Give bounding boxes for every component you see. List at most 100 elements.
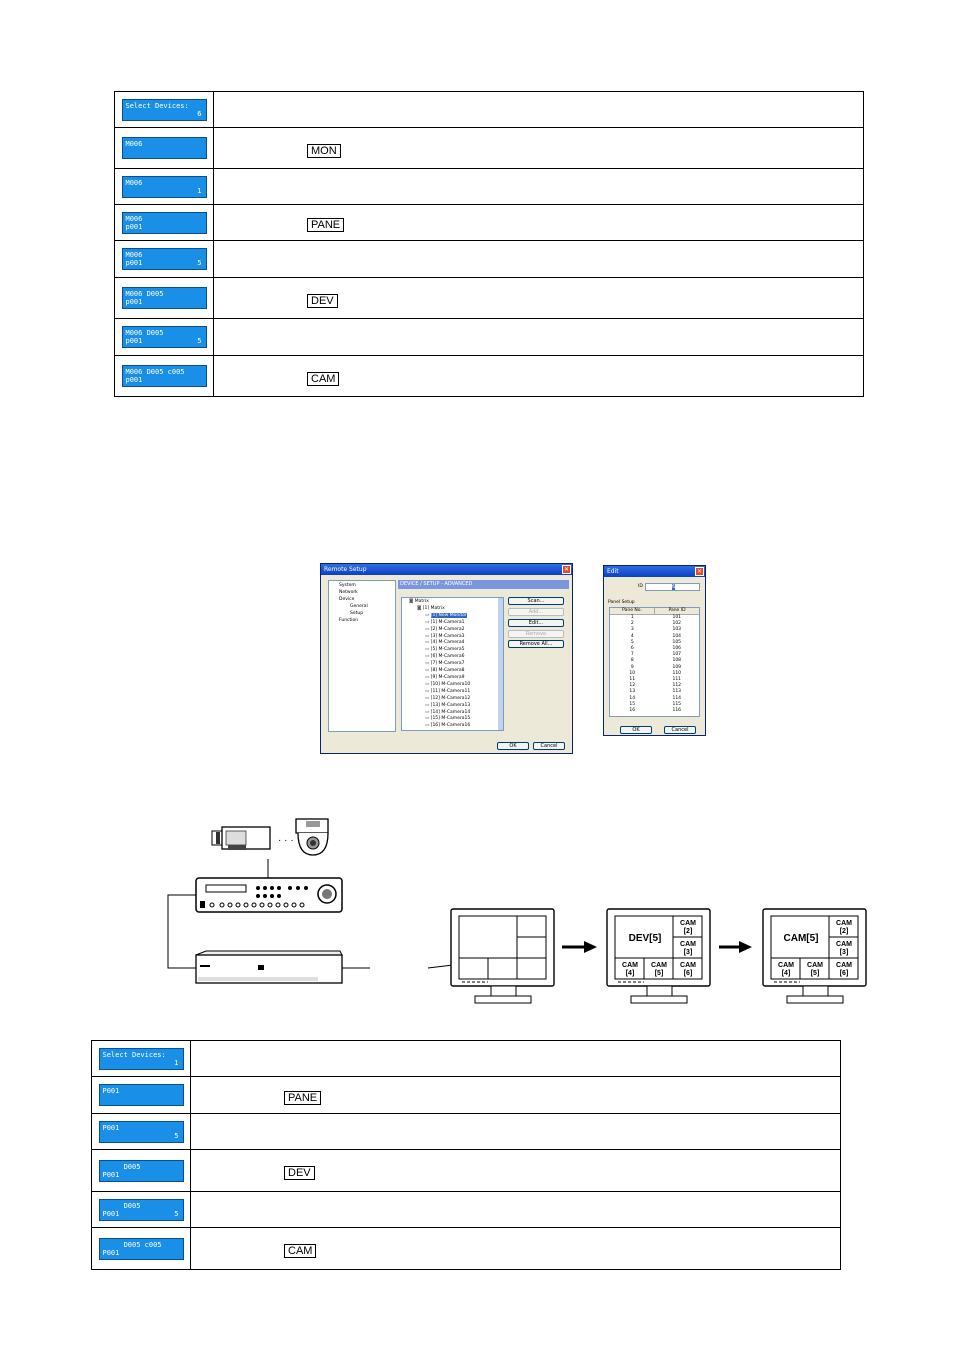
cam-label: CAM [651, 962, 667, 969]
device-list-item[interactable]: ▭ [8] M-Camera8 [405, 668, 500, 675]
camera-icon: ▭ [425, 640, 431, 646]
col-header[interactable]: Pane ID [668, 608, 686, 613]
device-remove-button[interactable]: Remove [508, 630, 564, 638]
device-list-item[interactable]: ▭ [4] M-Camera4 [405, 640, 500, 647]
camera-icon: ▭ [425, 674, 431, 680]
device-list-item[interactable]: ▭ [11] M-Camera11 [405, 689, 500, 696]
lcd-cell: P001 [91, 1076, 191, 1114]
device-list-item[interactable]: ▭ [3] M-Camera3 [405, 634, 500, 641]
key-pane-button[interactable]: PANE [307, 218, 345, 232]
device-list-item[interactable]: ▭ [10] M-Camera10 [405, 682, 500, 689]
tree-item[interactable]: General [350, 603, 368, 609]
key-mon-button[interactable]: MON [307, 143, 341, 158]
lcd-value: 1 [174, 1058, 179, 1067]
step-row: Select Devices: 1 [91, 1040, 841, 1077]
device-remove-all-button[interactable]: Remove All... [508, 640, 564, 648]
key-dev-button[interactable]: DEV [307, 293, 338, 308]
tree-item[interactable]: System [339, 583, 356, 588]
close-icon[interactable]: ✕ [562, 565, 571, 574]
lcd-value: 6 [197, 109, 202, 118]
lcd-display: P001 [98, 1084, 184, 1106]
device-list-label: [16] M-Camera16 [430, 723, 471, 729]
id-input[interactable]: 6 [645, 583, 700, 591]
table-cell: 113 [672, 689, 682, 695]
camera-icon: ▭ [425, 716, 431, 722]
lcd-line: Select Devices: [102, 1050, 166, 1059]
device-scan-button[interactable]: Scan... [508, 597, 564, 605]
table-cell: 107 [672, 652, 682, 658]
device-list-item[interactable]: ▭ [13] M-Camera13 [405, 703, 500, 710]
key-dev-button[interactable]: DEV [284, 1166, 315, 1180]
key-pane-button[interactable]: PANE [284, 1090, 322, 1105]
device-list-item[interactable]: ▭ [12] M-Camera12 [405, 696, 500, 703]
step-desc [213, 168, 864, 205]
list-scrollbar[interactable] [498, 598, 503, 730]
device-edit-button[interactable]: Edit... [508, 619, 564, 627]
device-list-item[interactable]: ▭ [16] M-Camera16 [405, 723, 500, 730]
device-list-item[interactable]: ▭ [1] New Monitor [405, 612, 500, 620]
col-header[interactable]: Pane No. [610, 608, 655, 614]
setup-tree[interactable]: System Network Device General Setup Func… [328, 580, 396, 732]
device-list-item[interactable]: ▭ [5] M-Camera5 [405, 647, 500, 654]
remote-setup-window: Remote Setup ✕ System Network Device Gen… [320, 563, 573, 754]
device-add-button[interactable]: Add... [508, 608, 564, 616]
tree-item[interactable]: Device [339, 596, 355, 602]
device-list-item[interactable]: ▭ [2] M-Camera2 [405, 627, 500, 634]
device-list-item[interactable]: ▭ [9] M-Camera9 [405, 675, 500, 682]
tree-item[interactable]: Function [339, 617, 359, 623]
cancel-button[interactable]: Cancel [533, 742, 565, 750]
device-list-item[interactable]: ▭ [6] M-Camera6 [405, 654, 500, 661]
device-list-item[interactable]: ▭ [14] M-Camera14 [405, 710, 500, 717]
lcd-display: Select Devices:6 [121, 98, 207, 121]
camera-icon: ▭ [425, 633, 431, 639]
key-cam-button[interactable]: CAM [307, 371, 340, 386]
cancel-button[interactable]: Cancel [664, 726, 696, 734]
device-list[interactable]: ◙ Matrix◙ [1] Matrix▭ [1] New Monitor▭ [… [401, 597, 504, 731]
close-icon[interactable]: ✕ [695, 567, 704, 576]
device-list-item[interactable]: ▭ [7] M-Camera7 [405, 661, 500, 668]
ok-button[interactable]: OK [620, 726, 652, 734]
lcd-line: D005 [102, 1162, 141, 1171]
edit-title: Edit [607, 568, 619, 575]
table-cell: 14 [629, 695, 636, 701]
table-cell: 16 [629, 708, 636, 714]
key-cam-button[interactable]: CAM [284, 1244, 317, 1258]
device-list-item[interactable]: ▭ [1] M-Camera1 [405, 620, 500, 627]
step-desc: CAM [190, 1227, 841, 1270]
device-list-item[interactable]: ◙ [1] Matrix [405, 606, 500, 613]
cam-label: CAM [807, 962, 823, 969]
table-cell: 109 [672, 664, 682, 670]
device-list-item[interactable]: ◙ Matrix [405, 599, 500, 606]
camera-icon: ▭ [425, 723, 431, 729]
device-list-item[interactable]: ▭ [15] M-Camera15 [405, 716, 500, 723]
lcd-line: p001 [125, 222, 143, 231]
ok-button[interactable]: OK [497, 742, 529, 750]
tree-item[interactable]: Setup [350, 610, 364, 616]
cam-label: CAM [680, 920, 696, 927]
tree-item[interactable]: Network [339, 589, 358, 595]
